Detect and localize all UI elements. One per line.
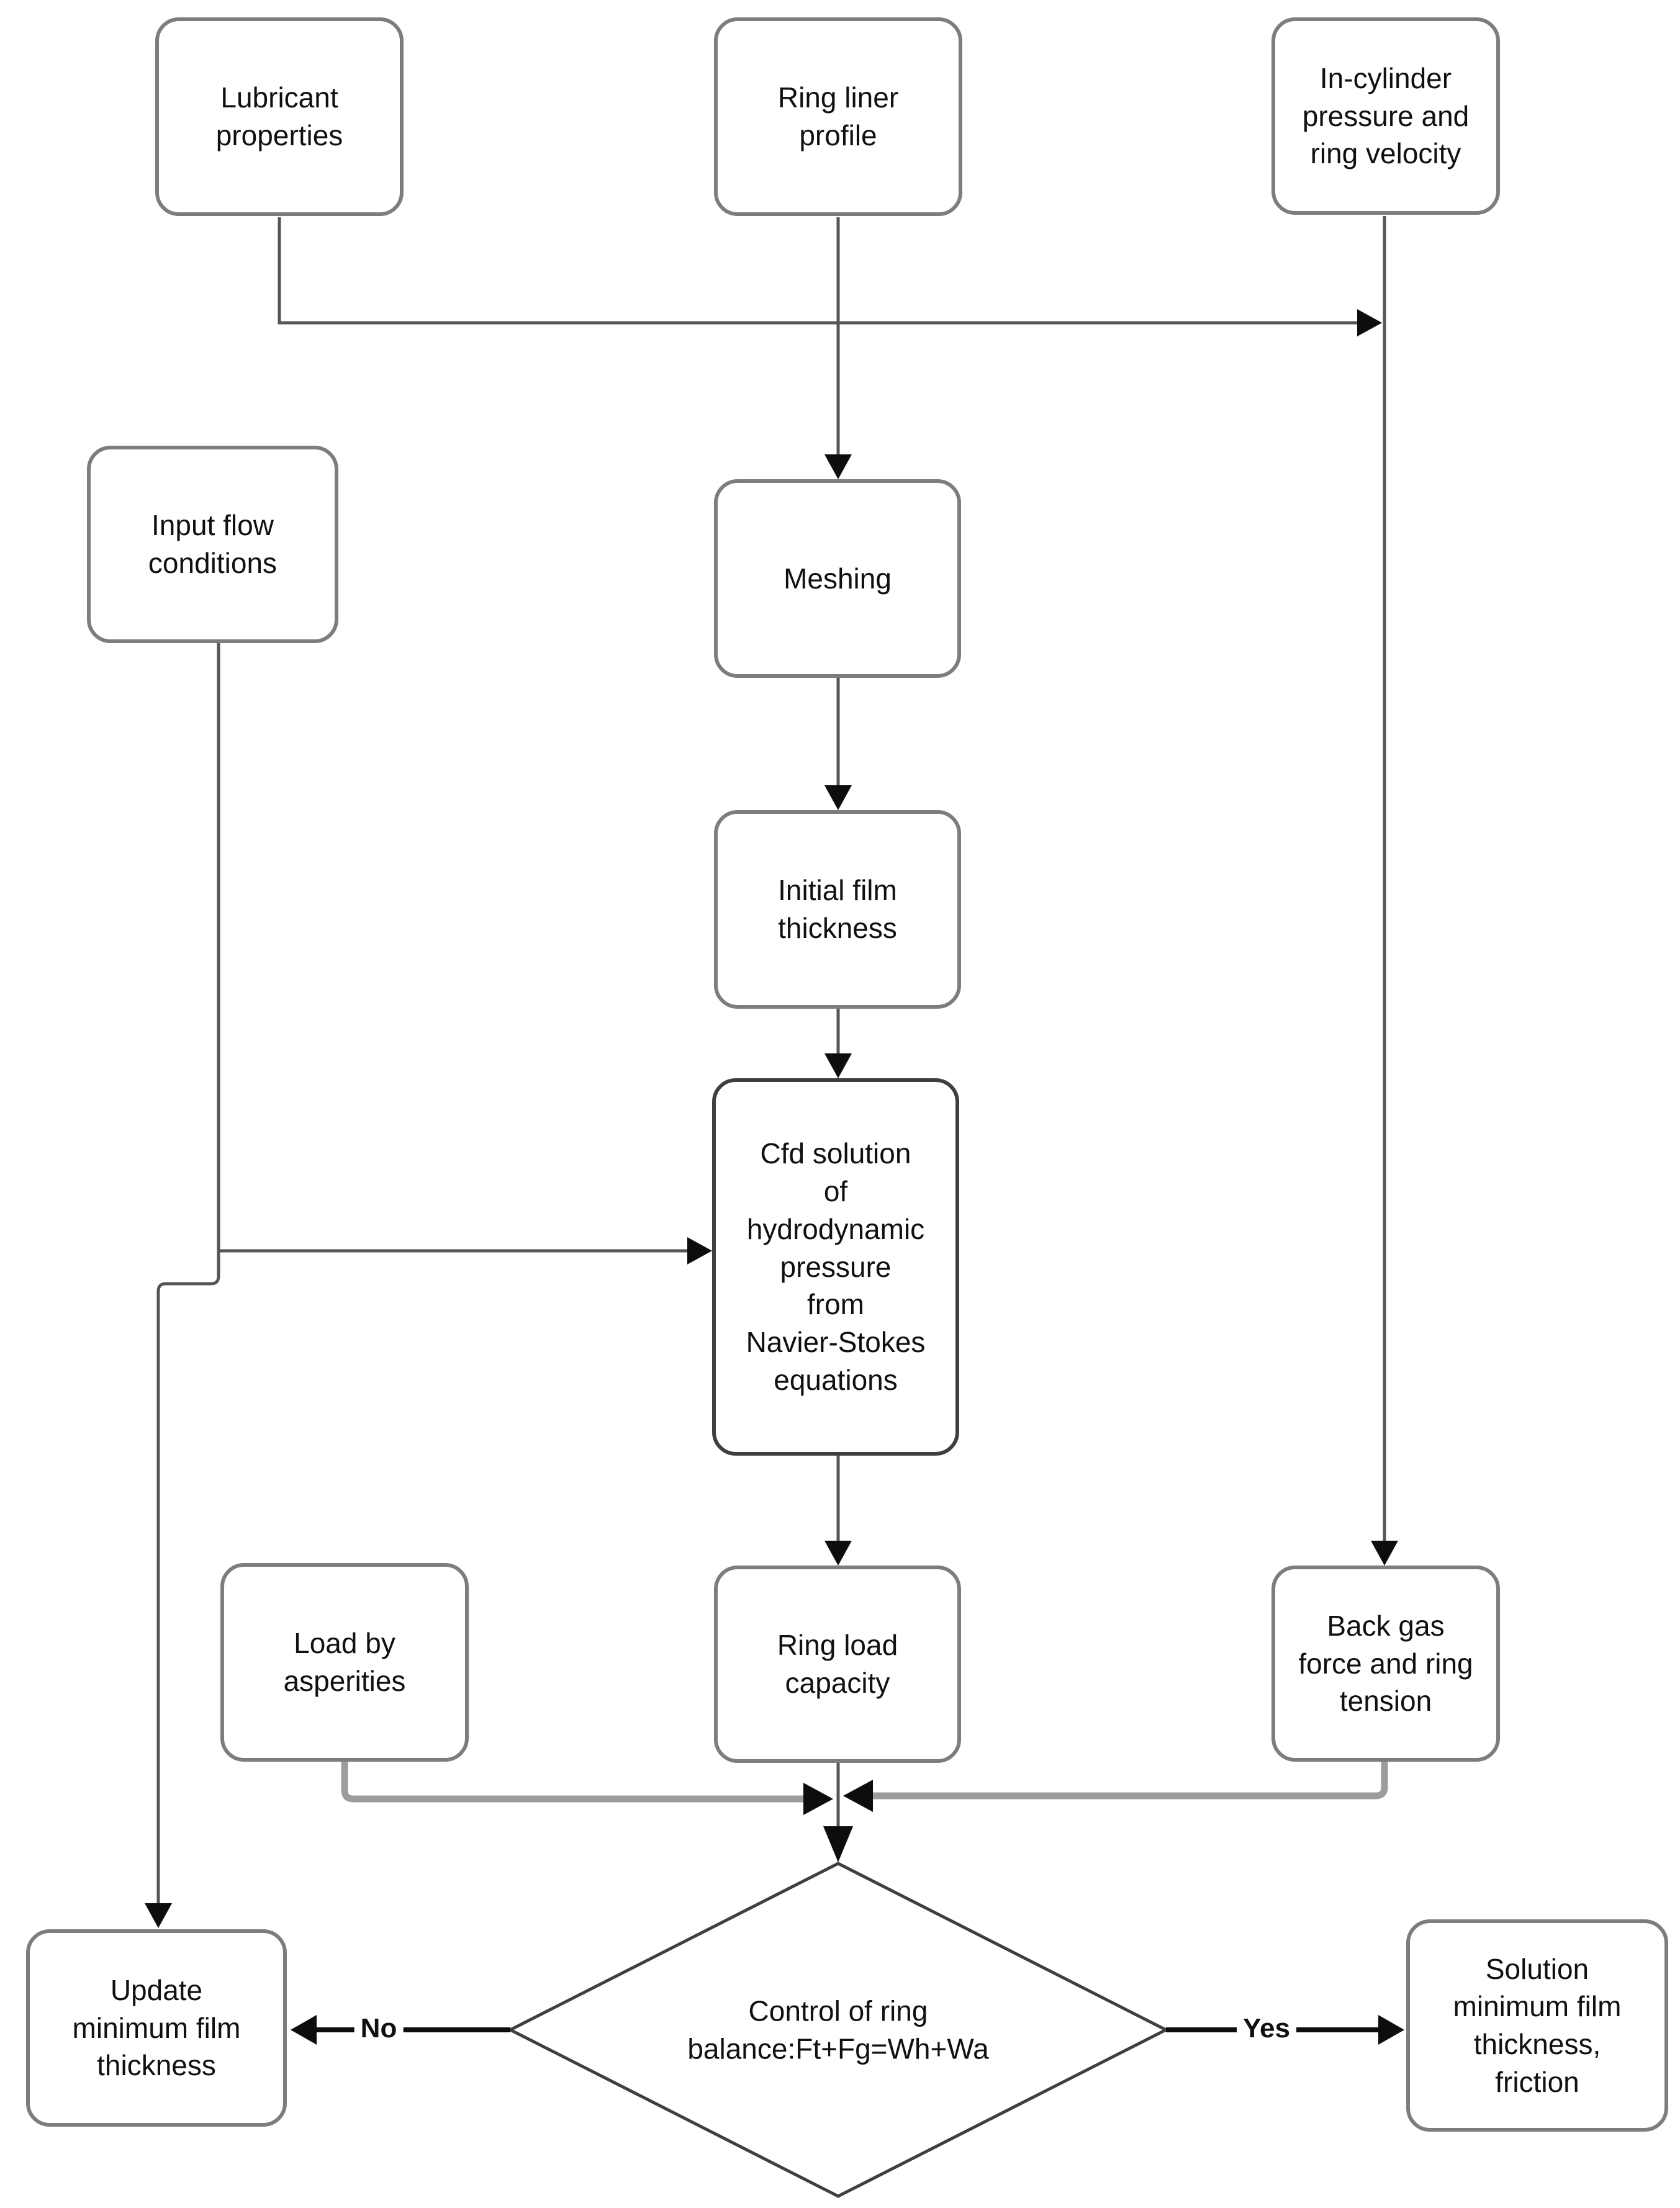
node-in-cylinder-pressure: In-cylinder pressure and ring velocity	[1271, 17, 1500, 215]
edge-loadasperities-to-junction	[341, 1762, 833, 1815]
node-ring-load-capacity: Ring load capacity	[714, 1566, 961, 1763]
node-initial-film-thickness: Initial film thickness	[714, 810, 961, 1009]
decision-diamond	[507, 1862, 1170, 2198]
node-cfd-solution: Cfd solution of hydrodynamic pressure fr…	[712, 1078, 959, 1456]
node-ring-liner-profile: Ring liner profile	[714, 17, 962, 216]
edge-inputflow-to-cfd	[217, 643, 712, 1264]
node-solution-minimum-film: Solution minimum film thickness, frictio…	[1406, 1919, 1668, 2132]
node-input-flow-conditions: Input flow conditions	[87, 446, 338, 643]
edge-cfd-to-ringload	[824, 1456, 852, 1566]
edge-ringliner-to-meshing	[824, 217, 852, 479]
edge-lubricant-to-incylinder-line	[278, 217, 1382, 336]
decision-label: Control of ring balance:Ft+Fg=Wh+Wa	[687, 1994, 989, 2065]
node-load-by-asperities: Load by asperities	[220, 1563, 469, 1762]
edge-label-yes: Yes	[1237, 2013, 1296, 2044]
node-update-minimum-film: Update minimum film thickness	[26, 1929, 287, 2127]
node-lubricant-properties: Lubricant properties	[155, 17, 404, 216]
edge-backgas-to-junction	[843, 1762, 1388, 1812]
node-back-gas-force: Back gas force and ring tension	[1271, 1566, 1500, 1762]
edge-decision-no	[291, 2015, 510, 2045]
edge-incylinder-to-backgas	[1371, 216, 1398, 1566]
edge-meshing-to-initialfilm	[824, 678, 852, 810]
edge-inputflow-to-updatemin	[145, 1251, 220, 1928]
node-meshing: Meshing	[714, 479, 961, 678]
edge-ringload-to-decision	[823, 1763, 853, 1862]
edge-initialfilm-to-cfd	[824, 1009, 852, 1078]
edge-label-no: No	[354, 2013, 404, 2044]
